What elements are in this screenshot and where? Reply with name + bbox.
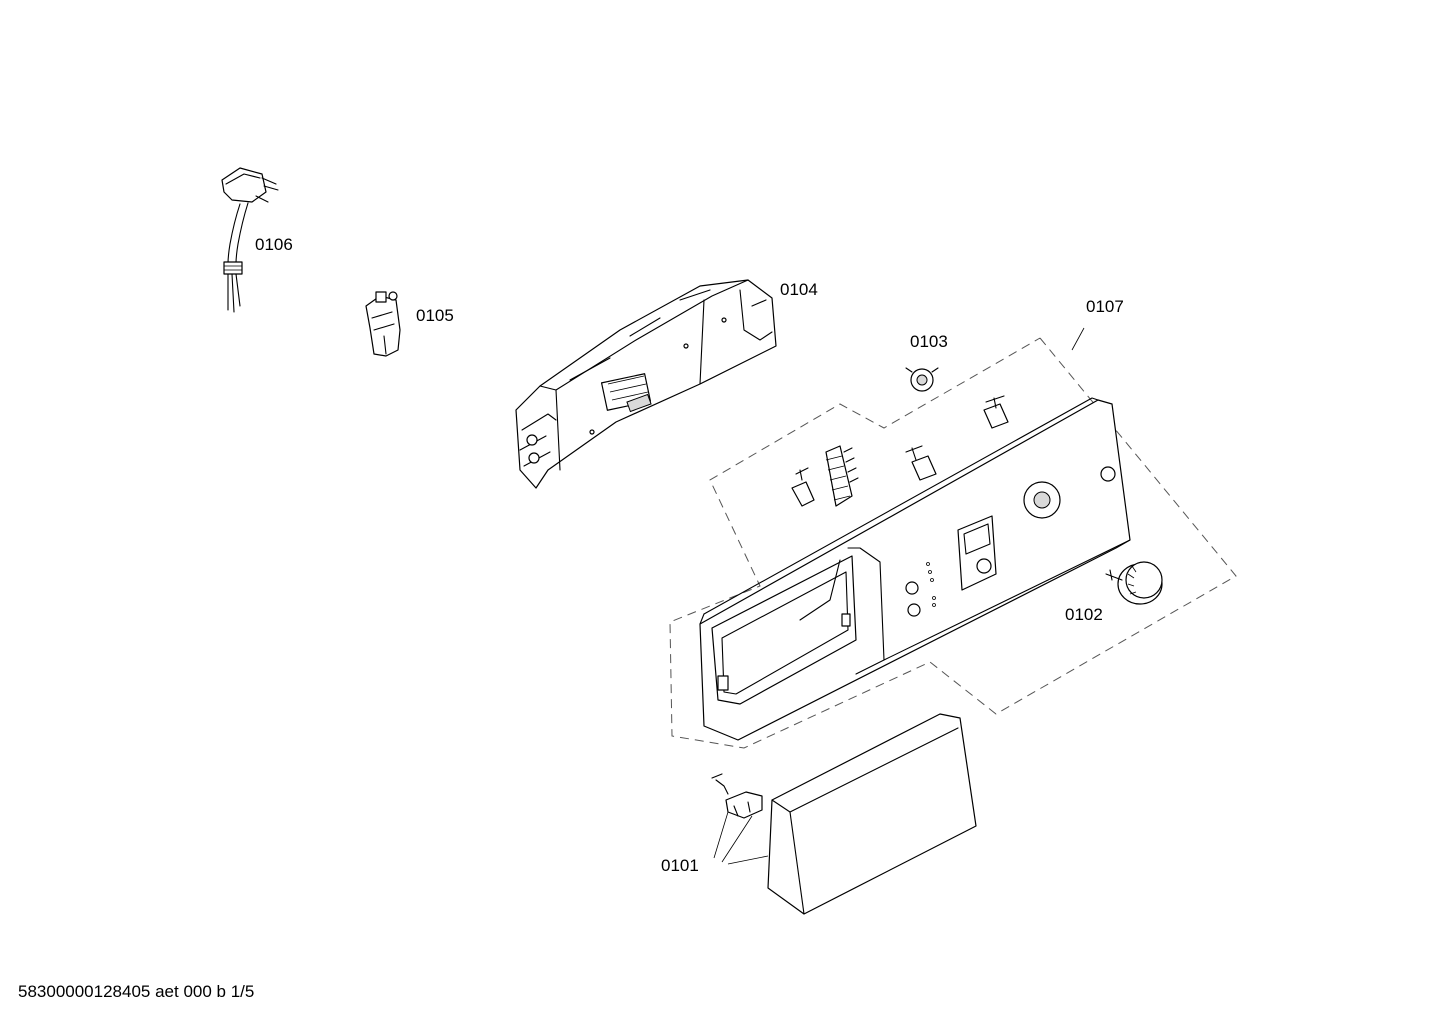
power-cord-illustration [221, 167, 279, 313]
programme-knob-illustration [1105, 561, 1163, 605]
part-label-0106: 0106 [255, 235, 293, 254]
part-label-0104: 0104 [780, 280, 818, 299]
part-label-0101: 0101 [661, 856, 699, 875]
led-holder-comb-illustration [825, 445, 859, 507]
light-pipes-illustration [791, 395, 1009, 507]
control-module-illustration [515, 279, 777, 489]
part-label-0105: 0105 [416, 306, 454, 325]
document-code-footer: 58300000128405 aet 000 b 1/5 [18, 982, 255, 1001]
handle-clip-illustration [711, 773, 763, 819]
suppressor-clip-illustration [365, 291, 401, 357]
label-leader-0107 [1071, 327, 1085, 351]
part-label-0107: 0107 [1086, 297, 1124, 316]
rotary-coupling-illustration [905, 367, 939, 392]
part-label-0102: 0102 [1065, 605, 1103, 624]
control-panel-fascia-illustration [699, 397, 1131, 741]
label-leader-0101 [713, 811, 769, 865]
drawer-handle-illustration [767, 713, 977, 915]
part-label-0103: 0103 [910, 332, 948, 351]
